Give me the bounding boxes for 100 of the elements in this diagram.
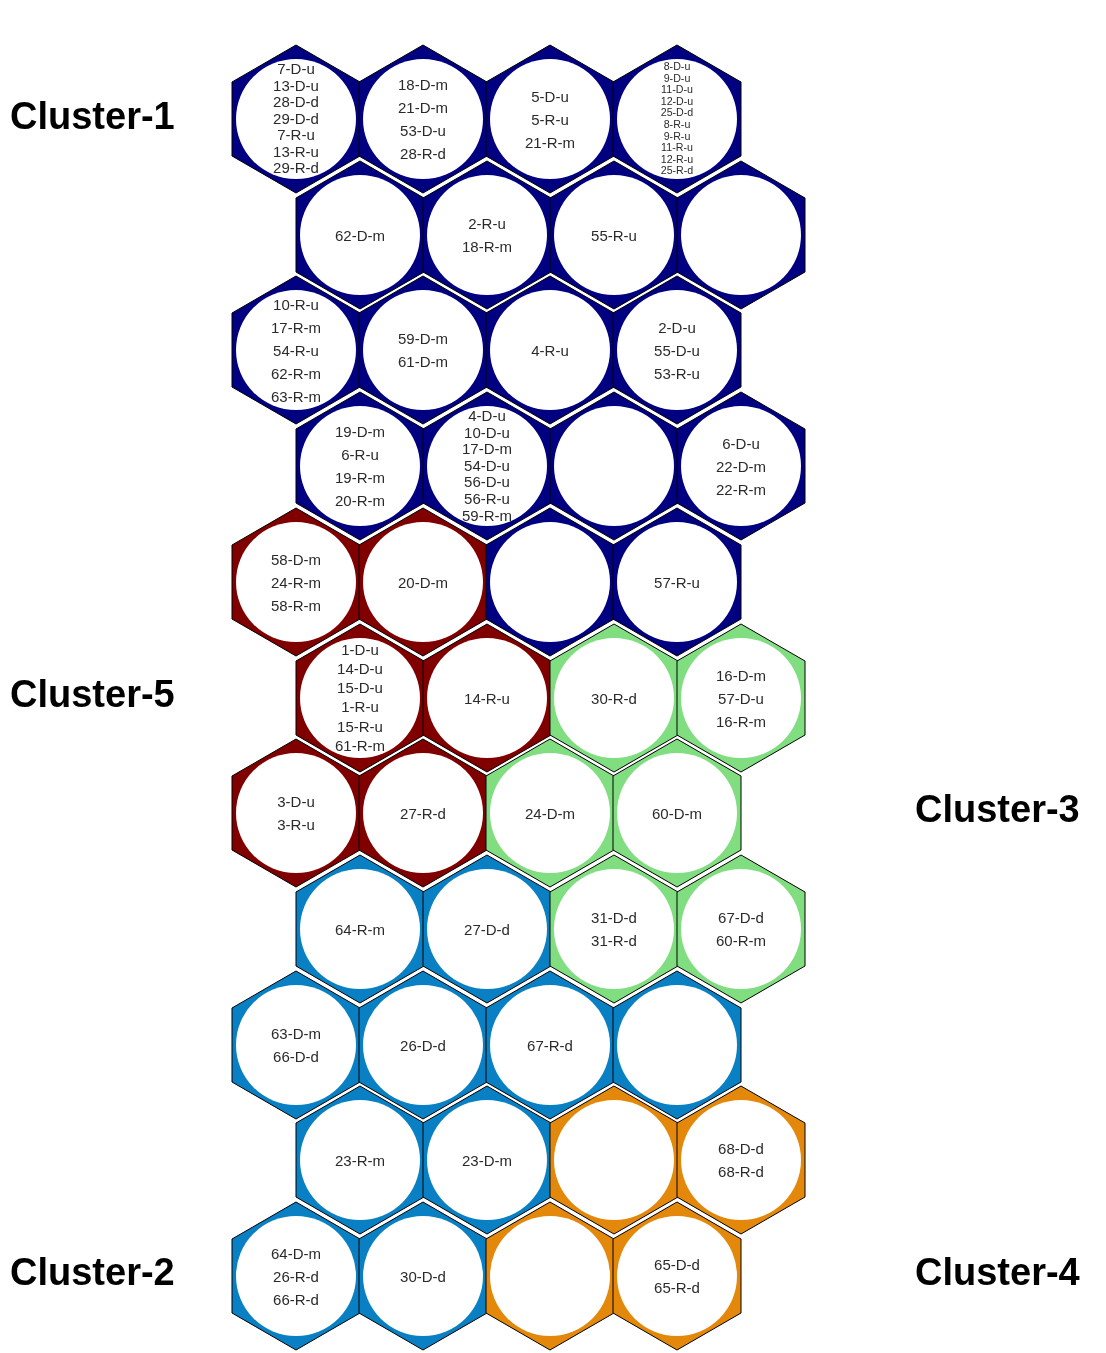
hexagon-cell <box>232 1202 360 1350</box>
sample-label: 29-D-d <box>273 110 319 128</box>
sample-label: 30-D-d <box>400 1266 446 1287</box>
sample-label: 18-R-m <box>462 236 512 257</box>
hexagon-cell <box>486 1202 614 1350</box>
sample-label: 7-D-u <box>277 61 315 78</box>
sample-label: 67-R-d <box>527 1035 573 1056</box>
sample-label: 68-R-d <box>718 1162 764 1183</box>
sample-label: 6-D-u <box>722 433 760 454</box>
sample-label: 53-D-u <box>400 121 446 141</box>
sample-label: 5-R-u <box>531 109 569 130</box>
sample-label: 16-D-m <box>716 665 766 685</box>
sample-label: 11-D-u <box>661 84 693 96</box>
sample-label: 2-D-u <box>658 317 696 338</box>
sample-label: 16-R-m <box>716 711 766 731</box>
sample-label: 3-D-u <box>277 792 315 813</box>
sample-label: 14-D-u <box>337 658 383 679</box>
cluster-label: Cluster-1 <box>10 95 175 138</box>
sample-label: 58-R-m <box>271 595 321 616</box>
sample-label: 53-R-u <box>654 363 700 384</box>
sample-label: 60-D-m <box>652 803 702 824</box>
cluster-label: Cluster-2 <box>10 1251 175 1294</box>
hexagon-cell <box>232 276 360 425</box>
sample-label: 19-D-m <box>335 422 385 443</box>
sample-label: 55-R-u <box>591 225 637 246</box>
sample-label: 12-R-u <box>660 153 694 166</box>
sample-label: 17-R-m <box>271 317 321 338</box>
sample-label: 65-D-d <box>654 1255 700 1275</box>
sample-label: 65-R-d <box>654 1278 700 1298</box>
sample-label: 2-R-u <box>468 213 506 234</box>
sample-label: 28-D-d <box>273 94 319 111</box>
hexagon-cell <box>677 392 805 541</box>
sample-label: 25-D-d <box>660 107 694 119</box>
sample-label: 57-R-u <box>654 572 700 593</box>
sample-label: 13-D-u <box>273 77 319 95</box>
sample-label: 1-D-u <box>341 639 379 659</box>
cluster-label: Cluster-5 <box>10 673 175 716</box>
sample-label: 11-R-u <box>661 142 693 154</box>
sample-label: 64-R-m <box>335 919 385 940</box>
sample-label: 10-D-u <box>464 424 510 442</box>
sample-label: 22-R-m <box>716 479 766 500</box>
sample-label: 27-R-d <box>400 803 446 824</box>
sample-label: 56-R-u <box>464 490 510 508</box>
sample-label: 24-R-m <box>271 572 321 593</box>
sample-label: 66-R-d <box>273 1289 319 1310</box>
hexagon-cell <box>359 1202 487 1350</box>
sample-label: 4-R-u <box>531 340 569 361</box>
sample-label: 59-R-m <box>462 507 512 525</box>
sample-label: 26-R-d <box>273 1266 319 1287</box>
sample-label: 31-D-d <box>591 907 637 928</box>
sample-label: 18-D-m <box>398 75 448 95</box>
sample-label: 8-D-u <box>663 61 691 73</box>
sample-label: 62-R-m <box>271 363 321 384</box>
sample-label: 25-R-d <box>660 165 694 177</box>
sample-label: 21-R-m <box>525 132 575 153</box>
sample-label: 17-D-m <box>462 441 512 458</box>
sample-label: 66-D-d <box>273 1046 319 1067</box>
sample-label: 12-D-u <box>660 95 694 108</box>
sample-label: 15-R-u <box>337 716 383 737</box>
sample-label: 61-R-m <box>335 736 385 756</box>
sample-label: 31-R-d <box>591 930 637 951</box>
hexagon-cell <box>677 1086 805 1235</box>
sample-label: 13-R-u <box>273 143 319 161</box>
sample-label: 67-D-d <box>718 907 764 928</box>
sample-label: 68-D-d <box>718 1139 764 1160</box>
sample-label: 59-D-m <box>398 329 448 350</box>
sample-label: 54-D-u <box>464 457 510 475</box>
cluster-label: Cluster-3 <box>915 788 1080 831</box>
sample-label: 22-D-m <box>716 456 766 477</box>
sample-label: 10-R-u <box>273 294 319 315</box>
sample-label: 15-D-u <box>337 678 383 698</box>
hexagon-cell <box>677 854 805 1003</box>
sample-label: 1-R-u <box>341 697 379 717</box>
sample-label: 20-D-m <box>398 572 448 593</box>
sample-label: 58-D-m <box>271 549 321 570</box>
sample-label: 30-R-d <box>591 688 637 708</box>
sample-label: 7-R-u <box>277 127 315 144</box>
sample-label: 9-R-u <box>663 130 691 143</box>
sample-label: 28-R-d <box>400 144 446 164</box>
sample-label: 27-D-d <box>464 919 510 940</box>
sample-label: 6-R-u <box>341 445 379 466</box>
sample-label: 26-D-d <box>400 1035 446 1056</box>
sample-label: 4-D-u <box>468 408 506 425</box>
hexagon-cell <box>232 970 360 1119</box>
sample-label: 21-D-m <box>398 98 448 118</box>
sample-label: 54-R-u <box>273 340 319 361</box>
sample-label: 24-D-m <box>525 803 575 824</box>
sample-label: 62-D-m <box>335 225 385 246</box>
sample-label: 55-D-u <box>654 340 700 361</box>
sample-label: 5-D-u <box>531 86 569 107</box>
sample-label: 23-R-m <box>335 1150 385 1171</box>
hexagon-cell <box>677 623 805 772</box>
sample-label: 29-R-d <box>273 160 319 177</box>
sample-label: 57-D-u <box>718 688 764 708</box>
hexagon-cell <box>613 1202 741 1350</box>
sample-label: 61-D-m <box>398 352 448 373</box>
hexagon-cell <box>232 45 360 193</box>
sample-label: 63-D-m <box>271 1023 321 1044</box>
sample-label: 8-R-u <box>663 119 691 131</box>
sample-label: 20-R-m <box>335 491 385 512</box>
